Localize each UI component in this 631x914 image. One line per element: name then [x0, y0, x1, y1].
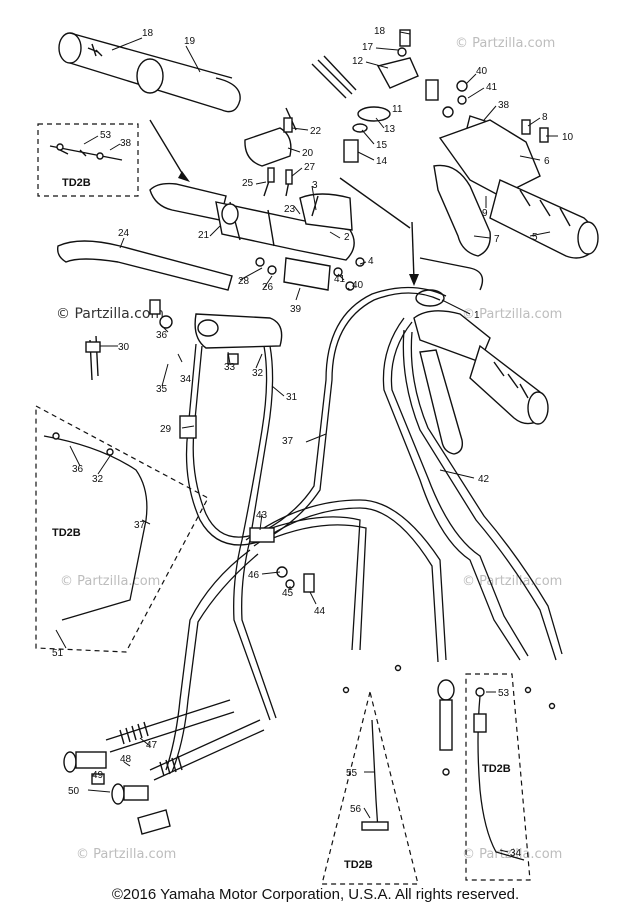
callout-30: 30 [118, 342, 130, 353]
callout-28: 28 [238, 276, 250, 287]
callout-24: 24 [118, 228, 130, 239]
callout-25: 25 [242, 178, 254, 189]
watermark-mid-right: © Partzilla.com [462, 307, 562, 322]
callout-41b: 41 [334, 274, 346, 285]
callout-1: 1 [474, 310, 480, 321]
callout-40a: 40 [476, 66, 488, 77]
callout-20: 20 [302, 148, 314, 159]
callout-13: 13 [384, 124, 396, 135]
callout-42: 42 [478, 474, 490, 485]
left-clutch-perch [85, 299, 283, 381]
callout-41a: 41 [486, 82, 498, 93]
callout-39: 39 [290, 304, 302, 315]
left-lever [56, 240, 233, 291]
callout-32b: 32 [92, 474, 104, 485]
inset-label-bottom-mid: TD2B [344, 859, 373, 871]
callout-55: 55 [346, 768, 358, 779]
inset-label-left: TD2B [52, 527, 81, 539]
inset-box-bottom-right: TD2B [465, 673, 531, 881]
callout-2: 2 [344, 232, 350, 243]
right-handlebar-lower [339, 177, 549, 455]
callout-32a: 32 [252, 368, 264, 379]
callout-19: 19 [184, 36, 196, 47]
callout-21: 21 [198, 230, 210, 241]
right-lever-and-grip [433, 119, 599, 259]
callout-12: 12 [352, 56, 364, 67]
inset-label-bottom-right: TD2B [482, 763, 511, 775]
callout-34a: 34 [180, 374, 192, 385]
callout-7: 7 [494, 234, 500, 245]
callout-37b: 37 [134, 520, 146, 531]
inset-box-left: TD2B [35, 404, 209, 653]
callout-22: 22 [310, 126, 322, 137]
watermark-bottom-left: © Partzilla.com [76, 847, 176, 862]
callout-29: 29 [160, 424, 172, 435]
watermark-top-right: © Partzilla.com [455, 36, 555, 51]
callout-38b: 38 [498, 100, 510, 111]
callout-38a: 38 [120, 138, 132, 149]
callout-56: 56 [350, 804, 362, 815]
watermark-lower-left: © Partzilla.com [60, 574, 160, 589]
callout-23: 23 [284, 204, 296, 215]
callout-40b: 40 [352, 280, 364, 291]
callout-26: 26 [262, 282, 274, 293]
callout-31: 31 [286, 392, 298, 403]
inset-label-top-left: TD2B [62, 177, 91, 189]
left-grip-assembly [58, 32, 241, 182]
callout-8: 8 [542, 112, 548, 123]
cable-adjusters [63, 699, 265, 835]
callout-50: 50 [68, 786, 80, 797]
watermark-bottom-right: © Partzilla.com [462, 847, 562, 862]
callout-numbers: 18 19 53 38 18 17 12 40 41 38 8 10 11 13… [52, 26, 574, 859]
callout-53b: 53 [498, 688, 510, 699]
callout-5: 5 [532, 232, 538, 243]
center-handlebar-assembly [149, 107, 365, 291]
callout-51: 51 [52, 648, 64, 659]
callout-10: 10 [562, 132, 574, 143]
callout-18b: 18 [374, 26, 386, 37]
callout-11: 11 [392, 104, 403, 115]
callout-45: 45 [282, 588, 294, 599]
callout-6: 6 [544, 156, 550, 167]
callout-48: 48 [120, 754, 132, 765]
callout-44: 44 [314, 606, 326, 617]
callout-18a: 18 [142, 28, 154, 39]
callout-36a: 36 [156, 330, 168, 341]
callout-27: 27 [304, 162, 316, 173]
copyright-notice: ©2016 Yamaha Motor Corporation, U.S.A. A… [111, 886, 520, 903]
callout-36b: 36 [72, 464, 84, 475]
inset-box-bottom-mid: TD2B [321, 691, 419, 885]
callout-37a: 37 [282, 436, 294, 447]
inset-box-top-left: TD2B [37, 123, 139, 197]
throttle-parts [311, 29, 549, 163]
control-cables [165, 286, 563, 776]
callout-17: 17 [362, 42, 374, 53]
callout-14: 14 [376, 156, 388, 167]
callout-43: 43 [256, 510, 268, 521]
callout-33: 33 [224, 362, 236, 373]
callout-46: 46 [248, 570, 260, 581]
callout-53a: 53 [100, 130, 112, 141]
watermark-mid-left: © Partzilla.com [56, 306, 164, 322]
watermark-lower-right: © Partzilla.com [462, 574, 562, 589]
leader-lines [55, 31, 558, 853]
callout-49: 49 [92, 770, 104, 781]
callout-4: 4 [368, 256, 374, 267]
callout-15: 15 [376, 140, 388, 151]
watermarks: © Partzilla.com © Partzilla.com © Partzi… [56, 36, 562, 862]
callout-3: 3 [312, 180, 318, 191]
callout-34b: 34 [510, 848, 522, 859]
callout-9: 9 [482, 208, 488, 219]
callout-35: 35 [156, 384, 168, 395]
callout-47: 47 [146, 740, 158, 751]
